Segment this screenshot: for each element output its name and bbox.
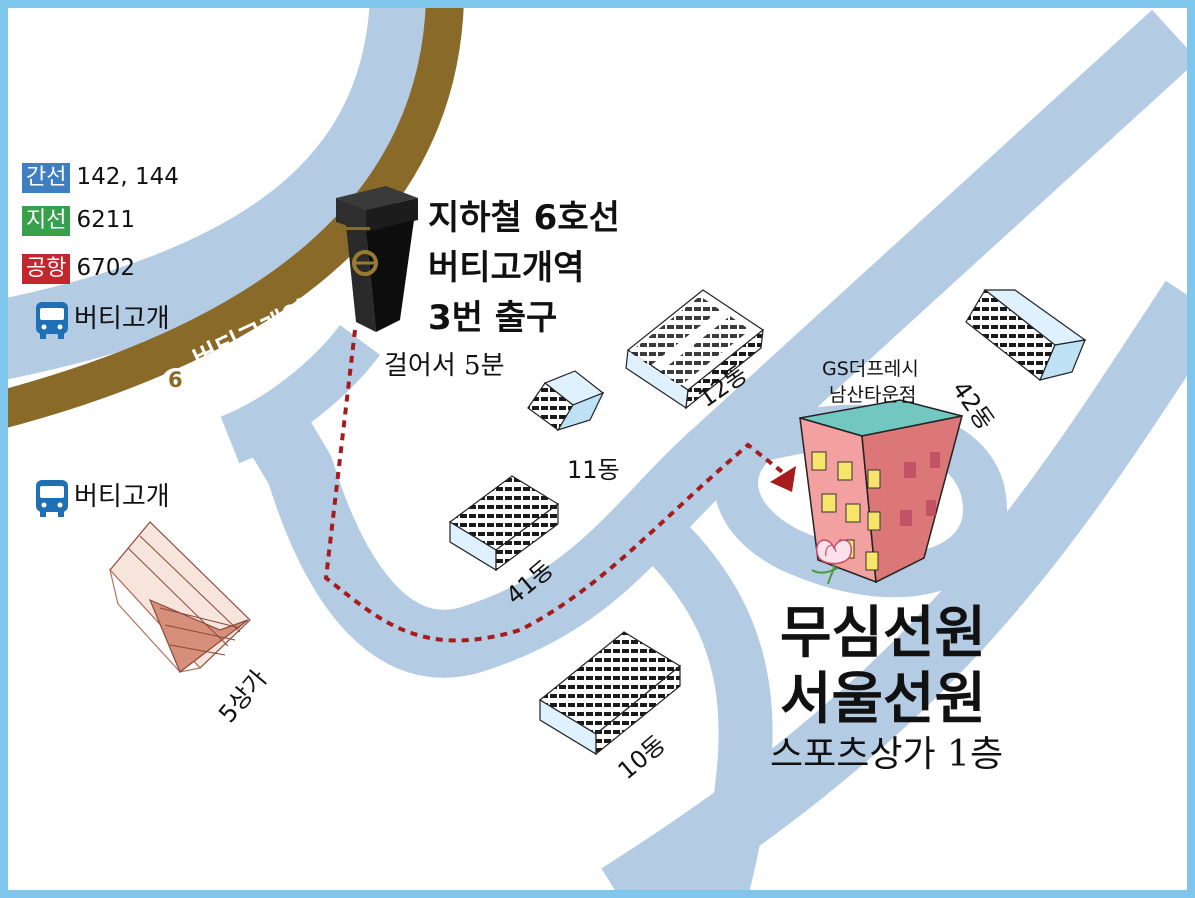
exit-info-station: 버티고개역 [428,248,585,288]
shopping-building-5 [108,521,251,673]
apartment-building-10 [538,631,682,756]
line-6-badge-icon [161,368,191,398]
road-south [650,526,773,898]
destination-name-2: 서울선원 [780,667,987,732]
route-type-branch-badge: 지선 [22,206,71,236]
apartment-building-41 [448,475,560,572]
store-name: GS더프레시 [822,358,919,380]
destination-floor: 스포츠상가 1층 [770,734,1004,775]
bus-icon [36,301,68,339]
exit-info-line-name: 지하철 6호선 [428,198,620,238]
bus-icon [36,479,68,517]
route-numbers-branch: 6211 [76,207,136,233]
walk-route-arrowhead-icon [770,466,796,492]
route-numbers-airport: 6702 [76,255,136,281]
apartment-building-11 [527,370,605,432]
bus-stop-lower: 버티고개 [34,476,170,518]
exit-info-exit-number: 3번 출구 [428,298,558,338]
road-upper-connector [220,324,380,464]
subway-exit-icon [336,186,418,332]
route-type-airport-badge: 공항 [22,254,71,284]
destination-building [799,399,964,584]
bus-stop-upper: 버티고개 [34,298,170,340]
bus-stop-upper-label: 버티고개 [74,304,170,334]
store-branch: 남산타운점 [829,384,917,406]
apartment-label-11: 11동 [567,456,620,484]
apartment-building-42 [965,289,1087,381]
route-type-trunk-badge: 간선 [22,163,71,193]
road-main-diagonal [240,9,1195,678]
line-6-badge-number: 6 [168,368,183,392]
road-north-curve [0,0,450,380]
lotus-icon [811,539,853,585]
bus-stop-lower-label: 버티고개 [74,482,170,512]
walk-time-label: 걸어서 5분 [384,351,505,381]
destination-name-1: 무심선원 [780,601,987,666]
route-numbers-trunk: 142, 144 [76,164,179,190]
apartment-building-12 [625,289,765,410]
